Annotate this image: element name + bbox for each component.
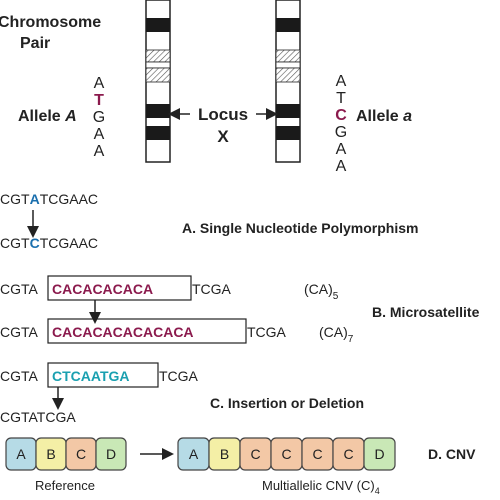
chromosome-pair-title-line2: Pair — [20, 35, 50, 52]
locus-label: Locus — [198, 105, 248, 124]
microsatellite-notation-1: (CA)5 — [304, 281, 339, 302]
indel-section: CGTA CTCAATGA TCGA CGTATCGA C. Insertion… — [0, 362, 364, 425]
snp-section: CGTATCGAAC CGTCTCGAAC A. Single Nucleoti… — [0, 191, 418, 251]
microsatellite-repeat-2: CACACACACACACA — [52, 324, 194, 340]
allele-right-base-2: C — [335, 107, 347, 124]
cnv-reference-block-label-3: D — [106, 446, 116, 462]
allele-right-base-1: T — [336, 90, 346, 107]
allele-right-base-0: A — [336, 73, 347, 90]
indel-sequence-1-prefix: CGTA — [0, 368, 39, 384]
microsatellite-box-2 — [47, 318, 247, 344]
allele-left-base-0: A — [94, 75, 105, 92]
indel-inserted-sequence: CTCAATGA — [52, 368, 130, 384]
indel-box — [47, 362, 159, 388]
cnv-multiallelic-label: Multiallelic CNV (C)4 — [262, 478, 380, 495]
allele-right-base-3: G — [335, 124, 347, 141]
microsatellite-label: B. Microsatellite — [372, 304, 480, 320]
chromosome-left — [145, 0, 171, 163]
cnv-multiallelic-block-label-5: C — [343, 446, 353, 462]
cnv-multiallelic-block-label-4: C — [312, 446, 322, 462]
cnv-label: D. CNV — [428, 446, 476, 462]
cnv-multiallelic-block-label-2: C — [250, 446, 260, 462]
allele-right-base-4: A — [336, 141, 347, 158]
indel-sequence-2: CGTATCGA — [0, 409, 76, 425]
cnv-multiallelic-block-label-0: A — [189, 446, 199, 462]
cnv-multiallelic-block-label-3: C — [281, 446, 291, 462]
microsatellite-notation-2: (CA)7 — [319, 324, 354, 345]
cnv-section: A B C D A B C C C C D Reference Multiallelic CNV … — [5, 437, 476, 496]
allele-right-base-5: A — [336, 158, 347, 175]
cnv-reference-block-3 — [95, 437, 127, 471]
indel-sequence-1-suffix: TCGA — [159, 368, 199, 384]
cnv-reference-block-label-1: B — [46, 446, 55, 462]
allele-left-base-2: G — [93, 109, 105, 126]
chromosome-pair-title-line1: Chromosome — [0, 14, 101, 31]
microsatellite-sequence-1-suffix: TCGA — [192, 281, 232, 297]
microsatellite-sequence-2-prefix: CGTA — [0, 324, 39, 340]
microsatellite-repeat-1: CACACACACA — [52, 281, 153, 297]
allele-left-base-4: A — [94, 143, 105, 160]
microsatellite-sequence-1-prefix: CGTA — [0, 281, 39, 297]
cnv-multiallelic-block-6 — [363, 437, 396, 471]
allele-right: Allele a ATCGAA — [335, 73, 412, 175]
indel-label: C. Insertion or Deletion — [210, 395, 364, 411]
cnv-reference-block-label-0: A — [16, 446, 26, 462]
cnv-reference-label: Reference — [35, 478, 95, 493]
microsatellite-section: CGTA CACACACACA TCGA (CA)5 CGTA CACACACA… — [0, 275, 480, 345]
cnv-reference-block-label-2: C — [76, 446, 86, 462]
microsatellite-box-1 — [47, 275, 192, 301]
allele-right-bases: ATCGAA — [335, 73, 347, 175]
snp-label: A. Single Nucleotide Polymorphism — [182, 220, 418, 236]
allele-right-label: Allele a — [356, 108, 412, 125]
allele-left-base-3: A — [94, 126, 105, 143]
locus-marker: Locus X — [168, 105, 278, 146]
locus-id: X — [217, 127, 229, 146]
allele-left-base-1: T — [94, 92, 104, 109]
cnv-reference-blocks: A B C D — [5, 437, 127, 471]
snp-sequence-1: CGTATCGAAC — [0, 191, 98, 207]
microsatellite-sequence-2-suffix: TCGA — [247, 324, 287, 340]
chromosome-right — [275, 0, 301, 163]
cnv-multiallelic-block-label-6: D — [374, 446, 384, 462]
cnv-multiallelic-block-label-1: B — [220, 446, 229, 462]
snp-sequence-2: CGTCTCGAAC — [0, 235, 98, 251]
allele-left-label: Allele A — [18, 108, 77, 125]
